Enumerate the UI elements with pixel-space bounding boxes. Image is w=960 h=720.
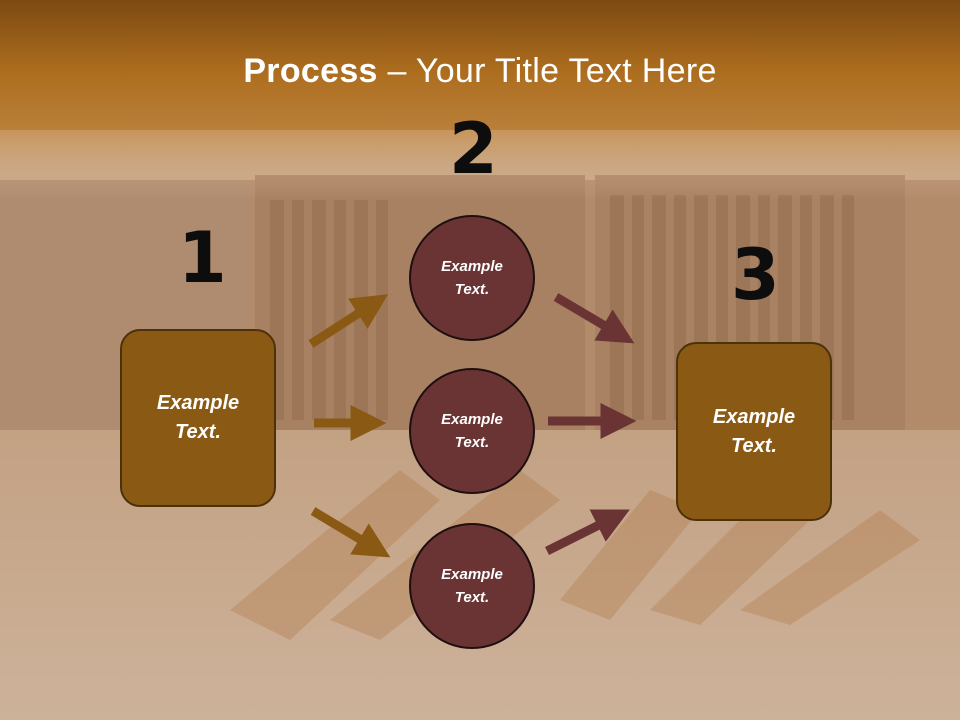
step-3-text: Example Text. [712, 405, 796, 457]
slide-title: Process – Your Title Text Here [0, 52, 960, 91]
step-number-1: 1 [178, 217, 227, 299]
arrow-left-to-bottom [310, 507, 391, 558]
title-rest: – Your Title Text Here [377, 52, 717, 90]
arrow-top-to-right [553, 293, 635, 344]
node-top-text: Example Text. [441, 258, 503, 298]
step-1-box: Example Text. [120, 329, 276, 507]
step-number-3: 3 [731, 234, 780, 316]
node-bottom-text: Example Text. [441, 566, 503, 606]
step-2-node-middle: Example Text. [409, 368, 535, 494]
step-2-node-bottom: Example Text. [409, 523, 535, 649]
step-1-text: Example Text. [156, 392, 240, 443]
arrow-bottom-to-right [544, 509, 630, 556]
title-bold: Process [243, 52, 378, 90]
step-number-2: 2 [449, 108, 498, 190]
step-2-node-top: Example Text. [409, 215, 535, 341]
arrow-left-to-top [308, 294, 389, 348]
node-middle-text: Example Text. [441, 411, 503, 451]
step-3-box: Example Text. [676, 342, 832, 521]
